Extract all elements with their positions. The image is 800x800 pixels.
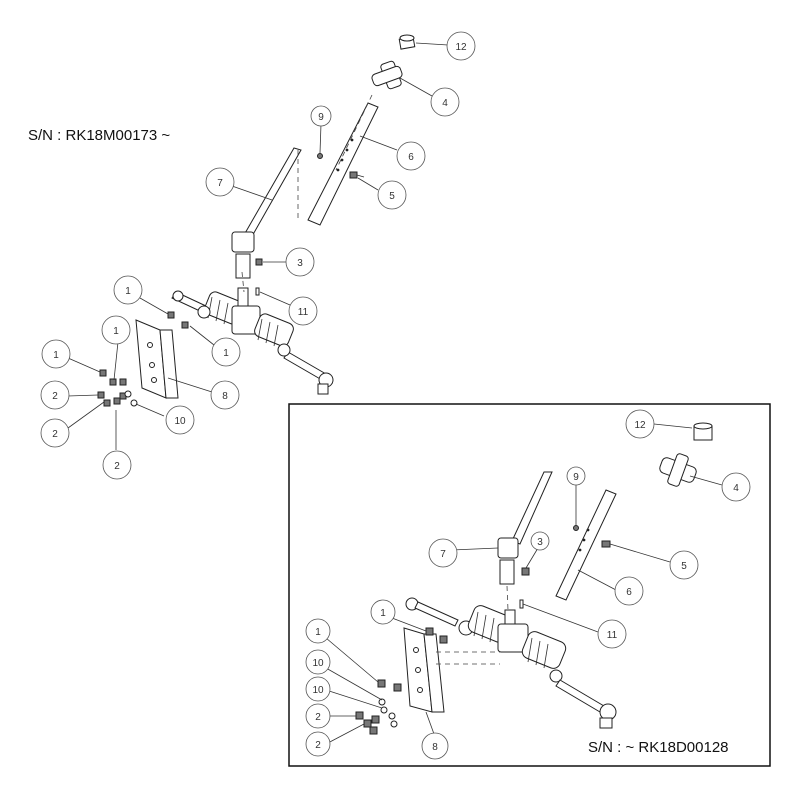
inset-part-column [555, 489, 617, 601]
svg-text:7: 7 [217, 178, 223, 189]
svg-text:1: 1 [315, 627, 321, 638]
svg-text:10: 10 [312, 685, 324, 696]
callout-inset-2b: 2 [305, 731, 331, 757]
inset-steering-rack [405, 597, 617, 729]
inset-callout-leaders [325, 423, 723, 745]
callout-inset-3: 3 [530, 531, 550, 551]
svg-text:1: 1 [113, 326, 119, 337]
svg-text:4: 4 [733, 483, 739, 494]
callout-top-4: 4 [430, 87, 460, 117]
svg-text:2: 2 [52, 429, 58, 440]
serial-label-inset: S/N : ~ RK18D00128 [588, 739, 729, 756]
svg-text:11: 11 [607, 630, 618, 641]
top-part-key [255, 287, 260, 296]
svg-text:10: 10 [312, 658, 324, 669]
callout-top-3: 3 [285, 247, 315, 277]
callout-inset-6: 6 [614, 576, 644, 606]
svg-text:8: 8 [222, 391, 228, 402]
callout-top-1a: 1 [113, 275, 143, 305]
callout-inset-8: 8 [421, 732, 449, 760]
callout-top-12: 12 [446, 31, 476, 61]
callout-inset-12: 12 [625, 409, 655, 439]
top-part-ball [317, 153, 323, 159]
callout-inset-7: 7 [428, 538, 458, 568]
callout-top-10: 10 [165, 405, 195, 435]
svg-text:9: 9 [573, 472, 579, 483]
inset-frame [288, 403, 771, 767]
svg-text:10: 10 [174, 416, 186, 427]
callout-top-8: 8 [210, 380, 240, 410]
callout-inset-11: 11 [597, 619, 627, 649]
callout-inset-4: 4 [721, 472, 751, 502]
top-part-bolt [349, 171, 365, 179]
callout-top-2c: 2 [102, 450, 132, 480]
top-callouts: 12 4 9 6 7 5 3 11 1 1 1 1 8 2 2 10 2 [40, 31, 476, 480]
svg-text:1: 1 [53, 350, 59, 361]
callout-inset-10b: 10 [305, 676, 331, 702]
svg-text:6: 6 [626, 587, 632, 598]
svg-text:2: 2 [315, 740, 321, 751]
top-part-yoke [371, 60, 403, 90]
svg-text:1: 1 [125, 286, 131, 297]
callout-inset-10a: 10 [305, 649, 331, 675]
svg-text:5: 5 [389, 191, 395, 202]
svg-text:5: 5 [681, 561, 687, 572]
callout-top-1b: 1 [211, 337, 241, 367]
top-part-column [307, 102, 379, 226]
callout-top-9: 9 [310, 105, 332, 127]
inset-part-small-bolt [521, 567, 530, 576]
callout-top-2b: 2 [40, 418, 70, 448]
callout-top-11: 11 [288, 296, 318, 326]
svg-text:2: 2 [114, 461, 120, 472]
inset-part-key [519, 599, 524, 609]
svg-text:6: 6 [408, 152, 414, 163]
svg-text:12: 12 [455, 42, 467, 53]
inset-part-ball [573, 525, 579, 531]
top-part-cap [398, 34, 416, 50]
top-part-small-bolt [255, 258, 263, 266]
inset-hardware [355, 627, 448, 735]
inset-part-bolt [601, 540, 611, 548]
callout-inset-1b: 1 [305, 618, 331, 644]
callout-top-6: 6 [396, 141, 426, 171]
callout-inset-9: 9 [566, 466, 586, 486]
svg-text:9: 9 [318, 112, 324, 123]
inset-callouts: 12 4 9 7 3 5 6 1 11 1 10 10 2 2 8 [305, 409, 751, 760]
inset-assembly [355, 422, 713, 735]
svg-text:3: 3 [297, 258, 303, 269]
callout-inset-1a: 1 [370, 599, 396, 625]
inset-part-shaft [497, 471, 553, 585]
inset-mounting-bracket [403, 627, 445, 713]
svg-text:4: 4 [442, 98, 448, 109]
svg-text:11: 11 [298, 307, 309, 318]
svg-text:3: 3 [537, 537, 543, 548]
callout-inset-5: 5 [669, 550, 699, 580]
svg-text:12: 12 [634, 420, 646, 431]
serial-label-top: S/N : RK18M00173 ~ [28, 127, 171, 144]
callout-top-2a: 2 [40, 380, 70, 410]
svg-text:1: 1 [223, 348, 229, 359]
callout-top-1c: 1 [101, 315, 131, 345]
top-callout-leaders [67, 42, 449, 450]
callout-inset-2a: 2 [305, 703, 331, 729]
callout-top-5: 5 [377, 180, 407, 210]
svg-text:2: 2 [52, 391, 58, 402]
top-steering-rack [171, 287, 334, 395]
svg-text:7: 7 [440, 549, 446, 560]
top-part-shaft [231, 147, 302, 279]
svg-text:2: 2 [315, 712, 321, 723]
inset-part-yoke [659, 453, 697, 487]
top-mounting-bracket [135, 319, 179, 399]
callout-top-7: 7 [205, 167, 235, 197]
callout-top-1d: 1 [41, 339, 71, 369]
svg-text:8: 8 [432, 742, 438, 753]
top-assembly [97, 34, 416, 407]
inset-part-cap [693, 422, 713, 441]
svg-text:1: 1 [380, 608, 386, 619]
